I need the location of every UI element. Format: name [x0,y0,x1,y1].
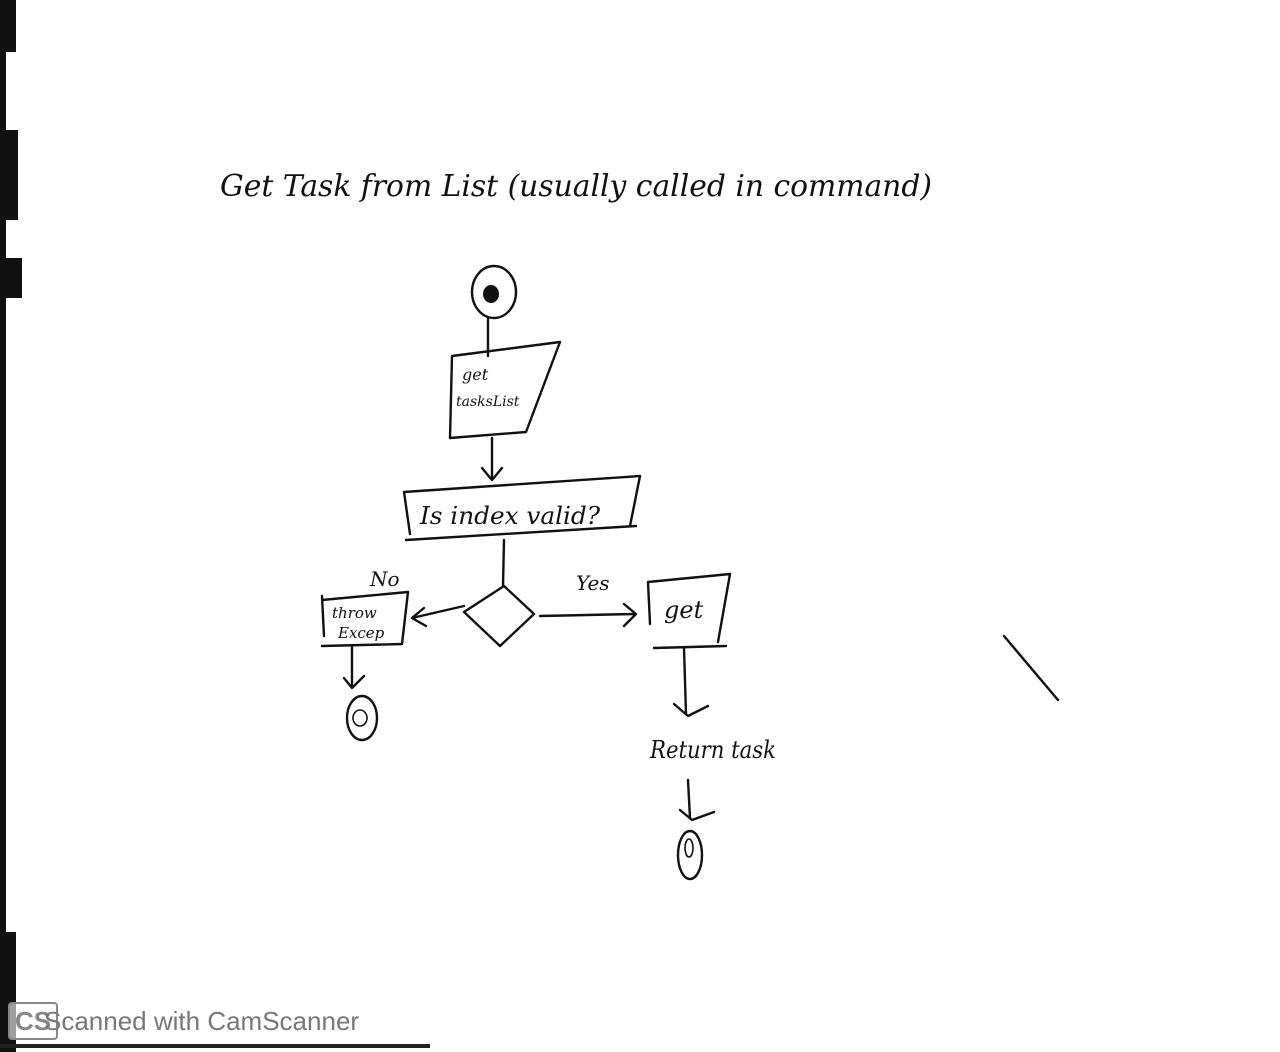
edge-no-label: No [369,567,400,591]
watermark-text: Scanned with CamScanner [44,1005,360,1036]
decision-node [462,584,536,648]
scan-bottom-edge [0,1044,430,1048]
arrowhead [672,702,710,718]
arrowhead [622,602,638,628]
fetch-label-line1: get [462,365,489,384]
fetch-node [448,340,562,440]
arrowhead [678,808,716,822]
edge-get-return [682,646,688,716]
camscanner-logo: CS [8,1002,58,1040]
scan-edge-tab [0,130,18,220]
scan-edge-inner [6,52,16,932]
end-node-left [345,694,379,742]
edge-check-decision [501,538,506,588]
arrowhead [480,466,504,482]
return-label: Return task [649,736,776,764]
scan-edge-tab [0,258,22,298]
get-node [646,572,732,650]
throw-node [320,590,410,648]
arrowhead [410,606,428,628]
start-node-fill [483,285,499,303]
diagram-title: Get Task from List (usually called in co… [220,169,932,204]
throw-label-line2: Excep [337,624,385,642]
edge-yes [538,612,636,618]
end-node-right [676,829,704,881]
throw-label-line1: throw [332,604,377,622]
fetch-label-line2: tasksList [456,394,520,410]
arrowhead [342,674,366,690]
stray-mark [1002,634,1060,702]
edge-yes-label: Yes [576,571,610,595]
get-label: get [664,596,704,624]
end-node-left-inner [352,709,368,727]
end-node-right-inner [684,838,694,858]
edge-return-end [686,778,692,820]
check-label: Is index valid? [419,502,600,530]
edge-no [410,604,466,620]
start-node [470,264,518,320]
check-node [402,474,642,542]
camscanner-watermark: CS Scanned with CamScanner [8,994,428,1048]
